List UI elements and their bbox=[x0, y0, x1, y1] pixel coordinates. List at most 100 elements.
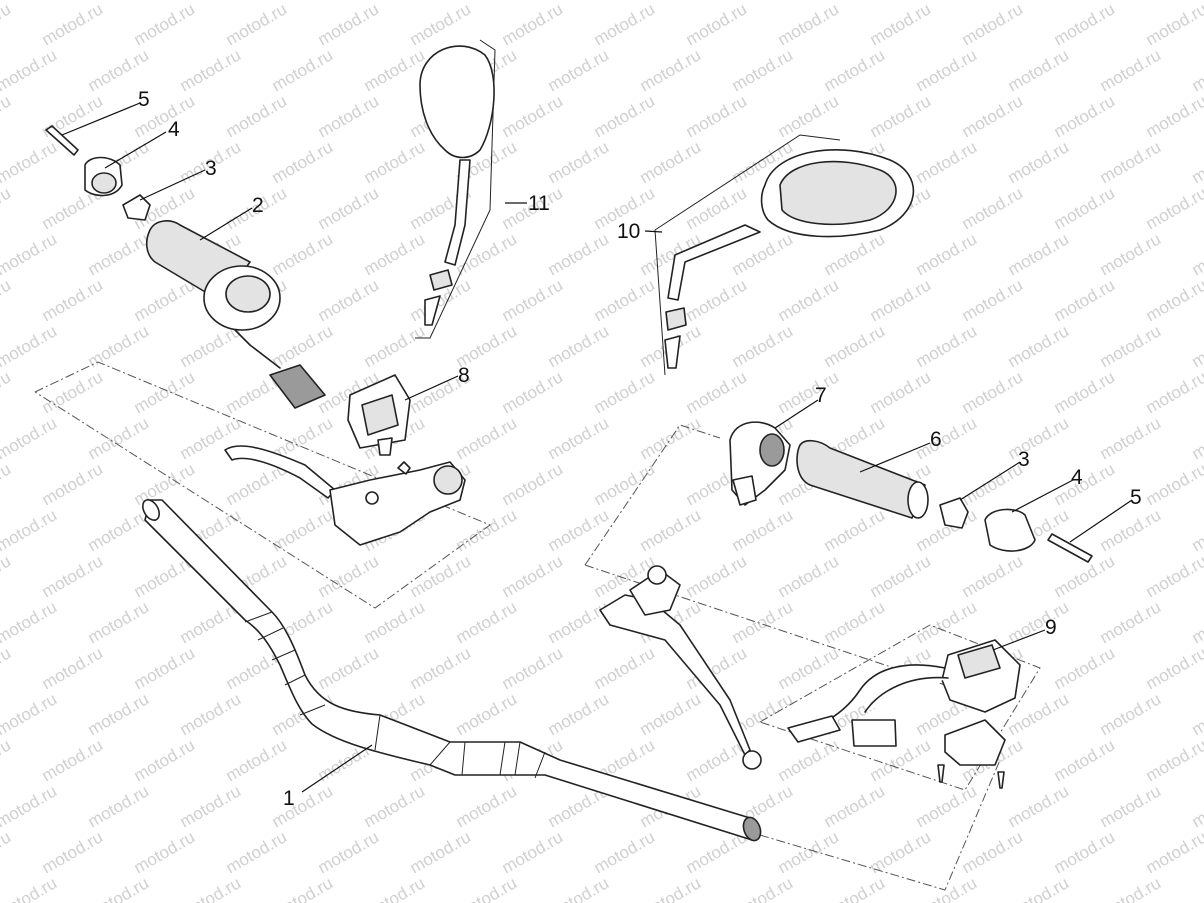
watermark-text: motod.ru bbox=[1097, 781, 1165, 831]
watermark-text: motod.ru bbox=[683, 91, 751, 141]
spacer-part-3-left bbox=[122, 194, 151, 221]
watermark-text: motod.ru bbox=[637, 689, 705, 739]
watermark-text: motod.ru bbox=[545, 45, 613, 95]
watermark-text: motod.ru bbox=[913, 781, 981, 831]
left-mirror-bolt bbox=[424, 295, 441, 326]
watermark-text: motod.ru bbox=[729, 321, 797, 371]
right-grip-part-6 bbox=[796, 439, 926, 519]
watermark-text: motod.ru bbox=[867, 0, 935, 49]
watermark-text: motod.ru bbox=[453, 505, 521, 555]
left-perch bbox=[329, 461, 466, 546]
leader-7 bbox=[774, 399, 819, 429]
left-mirror-nut bbox=[429, 269, 453, 291]
watermark-text: motod.ru bbox=[361, 229, 429, 279]
watermark-text: motod.ru bbox=[1189, 229, 1204, 279]
bar-end-weight-face bbox=[91, 172, 117, 194]
watermark-text: motod.ru bbox=[1005, 321, 1073, 371]
watermark-text: motod.ru bbox=[39, 551, 107, 601]
watermark-text: motod.ru bbox=[591, 827, 659, 877]
watermark-text: motod.ru bbox=[223, 0, 291, 49]
watermark-text: motod.ru bbox=[821, 781, 889, 831]
right-mirror-glass bbox=[779, 160, 897, 226]
watermark-text: motod.ru bbox=[1097, 689, 1165, 739]
callout-11: 11 bbox=[528, 192, 550, 215]
watermark-text: motod.ru bbox=[1143, 0, 1204, 49]
watermark-text: motod.ru bbox=[0, 735, 14, 785]
switch-screw-2 bbox=[997, 771, 1005, 789]
cable-connector bbox=[269, 364, 326, 409]
throttle-cable bbox=[234, 329, 281, 369]
watermark-text: motod.ru bbox=[85, 321, 153, 371]
watermark-text: motod.ru bbox=[1189, 873, 1204, 903]
watermark-text: motod.ru bbox=[0, 459, 14, 509]
leader-3b bbox=[959, 461, 1021, 501]
watermark-text: motod.ru bbox=[407, 551, 475, 601]
watermark-text: motod.ru bbox=[1143, 275, 1204, 325]
watermark-text: motod.ru bbox=[913, 873, 981, 903]
leader-9 bbox=[992, 629, 1046, 651]
watermark-text: motod.ru bbox=[683, 551, 751, 601]
throttle-housing-ring bbox=[759, 433, 785, 467]
watermark-text: motod.ru bbox=[269, 229, 337, 279]
watermark-text: motod.ru bbox=[1051, 0, 1119, 49]
leader-1 bbox=[301, 744, 373, 793]
watermark-text: motod.ru bbox=[867, 551, 935, 601]
watermark-text: motod.ru bbox=[269, 781, 337, 831]
watermark-text: motod.ru bbox=[545, 505, 613, 555]
left-mirror-stem bbox=[444, 159, 471, 266]
watermark-text: motod.ru bbox=[1143, 367, 1204, 417]
watermark-text: motod.ru bbox=[1097, 321, 1165, 371]
bolt-part-5-left bbox=[45, 125, 79, 156]
callout-1: 1 bbox=[283, 787, 295, 810]
watermark-text: motod.ru bbox=[453, 781, 521, 831]
callout-4-left: 4 bbox=[168, 118, 180, 141]
callout-8: 8 bbox=[458, 364, 470, 387]
right-grip-assembly bbox=[729, 421, 1093, 563]
handlebar-rings bbox=[244, 611, 546, 779]
watermark-text: motod.ru bbox=[499, 0, 567, 49]
watermark-text: motod.ru bbox=[131, 0, 199, 49]
bar-end-weight-part-4-right bbox=[984, 508, 1036, 552]
watermark-text: motod.ru bbox=[545, 321, 613, 371]
watermark-text: motod.ru bbox=[499, 367, 567, 417]
left-perch-screw bbox=[397, 461, 411, 475]
watermark-text: motod.ru bbox=[0, 689, 60, 739]
watermark-text: motod.ru bbox=[775, 551, 843, 601]
watermark-text: motod.ru bbox=[729, 873, 797, 903]
connector-b bbox=[851, 719, 897, 747]
watermark-text: motod.ru bbox=[453, 689, 521, 739]
watermark-text: motod.ru bbox=[1097, 137, 1165, 187]
watermark-text: motod.ru bbox=[0, 643, 14, 693]
watermark-text: motod.ru bbox=[683, 367, 751, 417]
left-switch-tab bbox=[377, 437, 393, 456]
right-switch-face bbox=[957, 644, 1001, 679]
watermark-text: motod.ru bbox=[361, 45, 429, 95]
handlebar bbox=[142, 499, 762, 842]
watermark-text: motod.ru bbox=[1005, 413, 1073, 463]
watermark-text: motod.ru bbox=[0, 183, 14, 233]
spacer-part-3-right bbox=[939, 497, 969, 529]
watermark-text: motod.ru bbox=[591, 459, 659, 509]
watermark-text: motod.ru bbox=[39, 275, 107, 325]
leader-4a bbox=[104, 131, 167, 169]
watermark-text: motod.ru bbox=[545, 597, 613, 647]
watermark-text: motod.ru bbox=[683, 183, 751, 233]
watermark-text: motod.ru bbox=[1143, 183, 1204, 233]
watermark-text: motod.ru bbox=[39, 0, 107, 49]
watermark-text: motod.ru bbox=[0, 413, 60, 463]
watermark-text: motod.ru bbox=[85, 597, 153, 647]
watermark-text: motod.ru bbox=[177, 781, 245, 831]
watermark-text: motod.ru bbox=[1189, 137, 1204, 187]
callout-3-right: 3 bbox=[1018, 448, 1030, 471]
right-grip-end bbox=[907, 481, 929, 519]
watermark-text: motod.ru bbox=[1097, 45, 1165, 95]
watermark-text: motod.ru bbox=[683, 275, 751, 325]
watermark-text: motod.ru bbox=[131, 827, 199, 877]
callout-9: 9 bbox=[1045, 616, 1057, 639]
callout-4-right: 4 bbox=[1071, 466, 1083, 489]
watermark-text: motod.ru bbox=[131, 275, 199, 325]
watermark-text: motod.ru bbox=[959, 551, 1027, 601]
bolt-part-5-right bbox=[1047, 533, 1093, 563]
callout-6: 6 bbox=[930, 428, 942, 451]
watermark-text: motod.ru bbox=[315, 183, 383, 233]
